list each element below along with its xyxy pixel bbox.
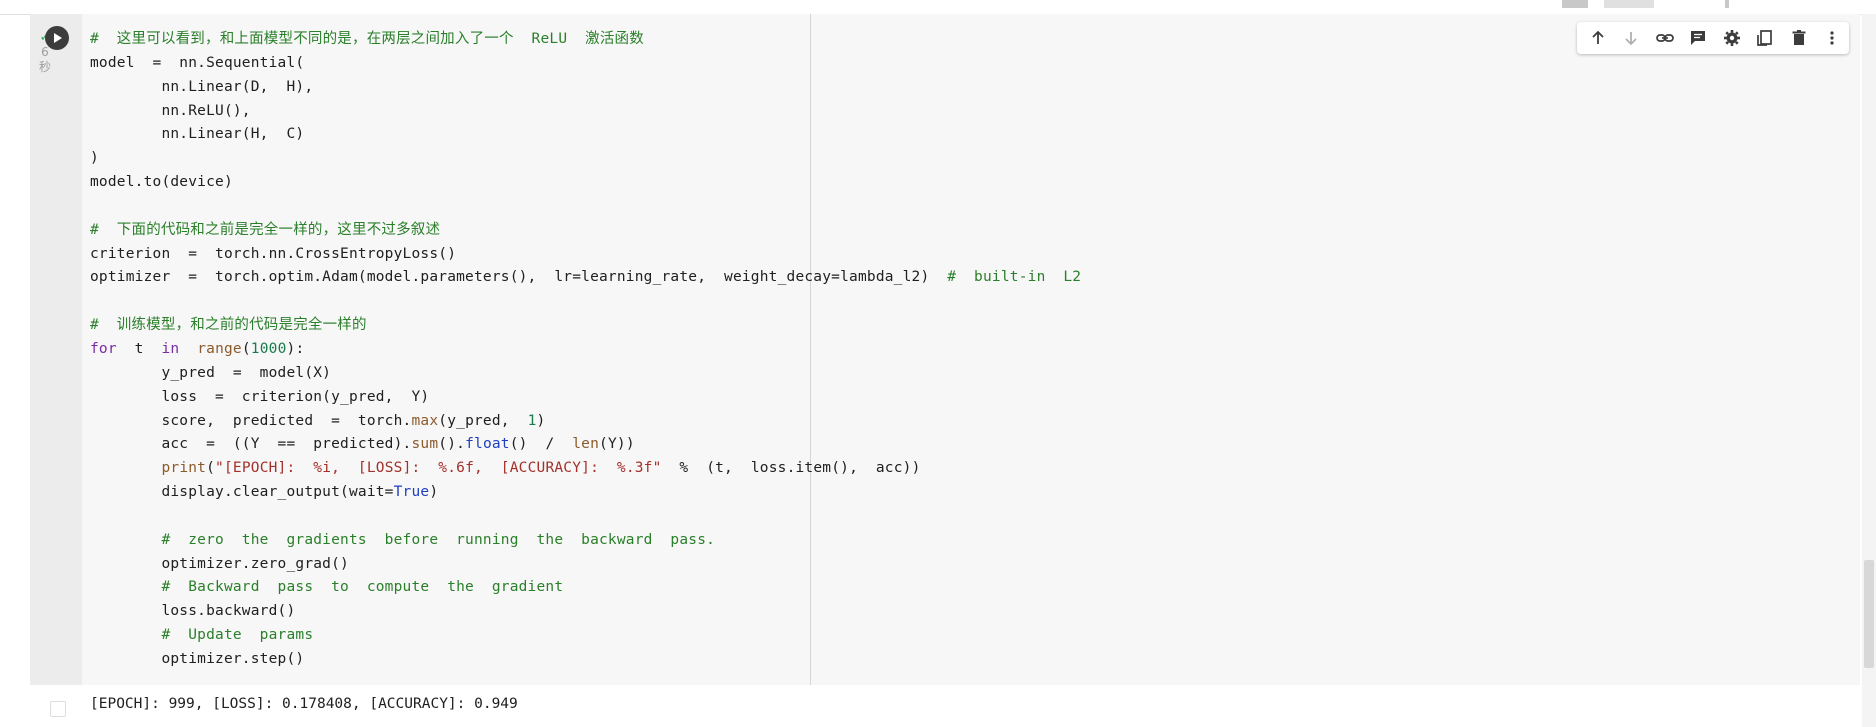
code-token: score, predicted = torch. [90,412,412,429]
code-line: # 这里可以看到，和上面模型不同的是，在两层之间加入了一个 ReLU 激活函数 [90,31,644,47]
more-vert-icon [1830,31,1834,45]
code-builtin: len [572,436,600,453]
execution-time-value: 6 [41,45,49,59]
editor-ruler-line [810,14,811,685]
code-line-blank [90,505,1081,529]
code-builtin: sum [411,436,439,453]
play-icon [54,33,62,43]
code-keyword: for [90,340,117,357]
mirror-cell-button[interactable] [1749,22,1783,54]
code-token [90,460,161,476]
top-header-strip [0,0,1876,15]
code-line: criterion = torch.nn.CrossEntropyLoss() [90,245,457,262]
move-cell-down-button[interactable] [1615,22,1649,54]
cell-toolbar [1577,22,1849,54]
code-text[interactable]: # 这里可以看到，和上面模型不同的是，在两层之间加入了一个 ReLU 激活函数 m… [90,28,1081,672]
code-line: acc = ((Y == predicted).sum().float() / … [90,433,1081,457]
gear-icon [1723,30,1740,46]
code-string: "[EPOCH]: %i, [LOSS]: %.6f, [ACCURACY]: … [215,460,662,477]
code-token: display.clear_output(wait= [90,484,394,501]
move-cell-up-button[interactable] [1581,22,1615,54]
code-line: optimizer = torch.optim.Adam(model.param… [90,266,1081,290]
code-line: # zero the gradients before running the … [90,531,716,548]
header-label-fragment [1562,0,1588,8]
code-token: ): [286,340,305,357]
code-line: nn.Linear(D, H), [90,78,314,95]
code-token: t [116,340,162,357]
cell-settings-button[interactable] [1715,22,1749,54]
code-token: ( [206,460,216,477]
output-text: [EPOCH]: 999, [LOSS]: 0.178408, [ACCURAC… [90,696,518,712]
run-cell-button[interactable] [45,26,69,50]
code-line: # 训练模型，和之前的代码是完全一样的 [90,317,367,334]
code-token: ( [241,340,251,357]
code-line: loss = criterion(y_pred, Y) [90,388,430,405]
code-line: model.to(device) [90,174,233,191]
cell-output: [EPOCH]: 999, [LOSS]: 0.178408, [ACCURAC… [30,685,1860,727]
code-line-blank [90,195,1081,219]
cell-gutter: ✓ 6 秒 [30,14,82,685]
trash-icon [1792,30,1806,45]
mirror-cell-icon [1757,30,1773,46]
scrollbar-thumb[interactable] [1864,560,1874,668]
add-comment-button[interactable] [1682,22,1716,54]
code-line: for t in range(1000): [90,338,1081,362]
code-editor[interactable] [82,14,1860,685]
execution-time-unit: 秒 [38,60,51,74]
delete-cell-button[interactable] [1782,22,1816,54]
code-line: loss.backward() [90,603,296,620]
code-line: display.clear_output(wait=True) [90,481,1081,505]
code-token: (). [438,436,466,453]
code-builtin: max [411,412,439,429]
code-token: % (t, loss.item(), acc)) [661,460,921,477]
code-comment: # built-in L2 [947,269,1082,286]
code-token: (y_pred, [438,412,528,429]
code-builtin: float [465,436,510,453]
code-line: nn.ReLU(), [90,102,251,119]
header-divider [1725,0,1729,8]
header-toggle-fragment[interactable] [1604,0,1654,8]
code-line-blank [90,290,1081,314]
code-constant: True [393,484,430,501]
code-number: 1 [527,412,537,429]
copy-cell-link-button[interactable] [1648,22,1682,54]
code-token [179,341,197,357]
code-line: print("[EPOCH]: %i, [LOSS]: %.6f, [ACCUR… [90,457,1081,481]
code-line: model = nn.Sequential( [90,54,305,71]
code-line: # Update params [90,627,314,644]
comment-icon [1691,31,1706,45]
code-token: ) [536,412,546,429]
code-token: () / [509,436,573,453]
code-token: ) [429,484,439,501]
output-actions-icon[interactable] [50,701,66,717]
code-keyword: in [161,340,180,357]
code-token: (Y)) [599,436,635,453]
link-icon [1655,34,1674,42]
code-builtin: range [197,340,242,357]
code-line: # Backward pass to compute the gradient [90,579,564,596]
more-actions-button[interactable] [1816,22,1850,54]
code-line: optimizer.zero_grad() [90,555,349,572]
code-line: score, predicted = torch.max(y_pred, 1) [90,410,1081,434]
page-scrollbar[interactable] [1862,14,1876,727]
arrow-up-icon [1592,30,1604,44]
code-line: y_pred = model(X) [90,364,332,381]
code-token: acc = ((Y == predicted). [90,436,412,453]
code-line: # 下面的代码和之前是完全一样的，这里不过多叙述 [90,221,441,238]
code-line: nn.Linear(H, C) [90,126,305,143]
code-line: ) [90,150,99,167]
arrow-down-icon [1625,32,1637,46]
code-token: optimizer = torch.optim.Adam(model.param… [90,269,948,286]
code-line: optimizer.step() [90,650,305,667]
code-builtin: print [161,460,207,477]
code-number: 1000 [250,340,287,357]
